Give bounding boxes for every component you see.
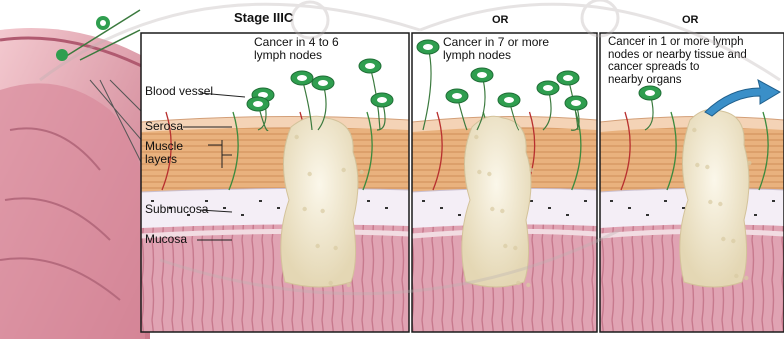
panel-2-caption: Cancer in 7 or more lymph nodes <box>443 36 549 62</box>
stage-heading: Stage IIIC <box>234 10 293 25</box>
label-serosa: Serosa <box>145 120 183 133</box>
or-separator-2: OR <box>682 14 699 26</box>
panel-1-caption: Cancer in 4 to 6 lymph nodes <box>254 36 339 62</box>
panel-1-cross-section <box>141 33 409 332</box>
label-submucosa: Submucosa <box>145 203 208 216</box>
label-mucosa: Mucosa <box>145 233 187 246</box>
panel-3-caption: Cancer in 1 or more lymph nodes or nearb… <box>608 36 747 86</box>
panel-2-cross-section <box>412 33 597 332</box>
or-separator-1: OR <box>492 14 509 26</box>
label-muscle-layers: Muscle layers <box>145 140 183 166</box>
label-blood-vessel: Blood vessel <box>145 85 213 98</box>
colon-overview <box>0 10 150 339</box>
